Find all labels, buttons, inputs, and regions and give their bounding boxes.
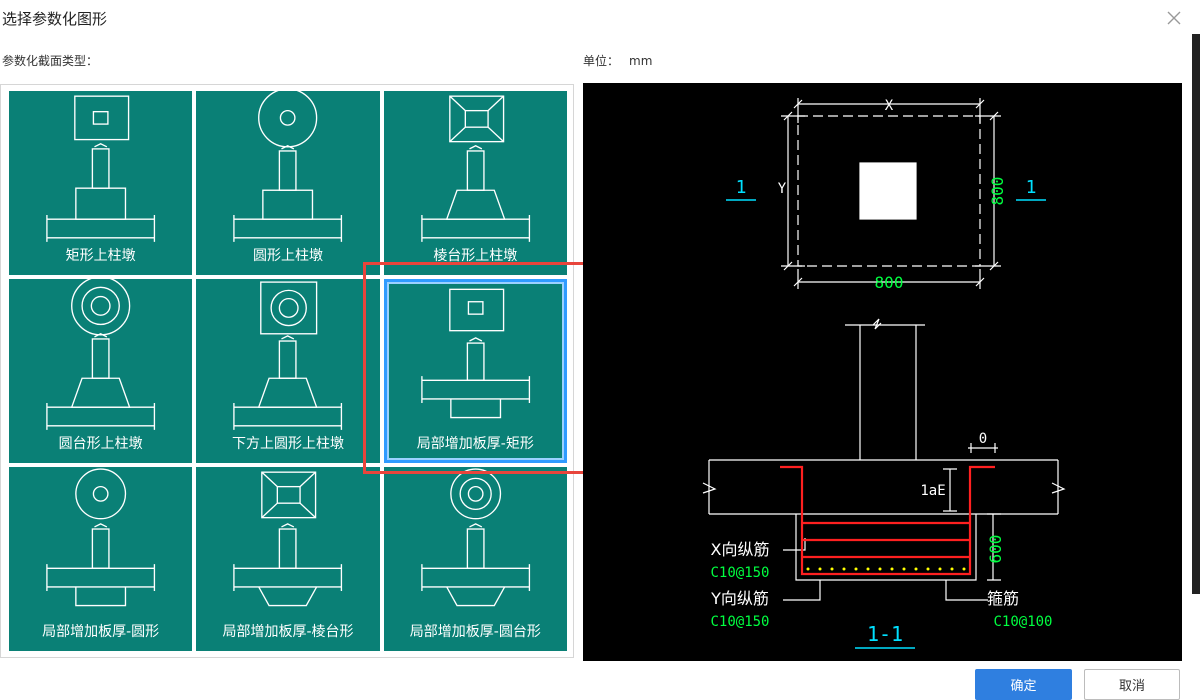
section-preview-drawing: X Y 800 800 1 1 [702, 98, 1066, 649]
section-mark-right: 1 [1026, 177, 1037, 198]
close-button[interactable] [1160, 4, 1188, 32]
unit-label: 单位： [583, 54, 620, 68]
square-round-pier-icon [233, 281, 343, 430]
tile-label: 圆台形上柱墩 [58, 436, 143, 452]
tile-label: 矩形上柱墩 [65, 248, 136, 264]
tile-local-thicken-rect[interactable]: 局部增加板厚-矩形 [383, 279, 567, 463]
close-icon [1167, 11, 1181, 25]
rect-pier-icon [46, 95, 156, 242]
circle-pier-icon [233, 91, 343, 242]
cancel-button[interactable]: 取消 [1084, 669, 1180, 700]
confirm-button[interactable]: 确定 [975, 669, 1072, 700]
tile-circle-pier[interactable]: 圆形上柱墩 [196, 91, 380, 275]
unit-row: 单位： mm [583, 52, 652, 69]
local-thicken-frustum-icon [233, 471, 343, 607]
tile-label: 棱台形上柱墩 [433, 248, 518, 264]
dim-x-label: X [885, 98, 894, 114]
tile-label: 局部增加板厚-矩形 [416, 436, 534, 452]
local-thicken-circle-icon [46, 468, 156, 607]
tile-local-thicken-round-frustum[interactable]: 局部增加板厚-圆台形 [383, 467, 567, 651]
dim-height-label: 800 [988, 177, 1007, 206]
dim-zero-label: 0 [979, 431, 987, 447]
stirrup-label: 箍筋 [987, 589, 1019, 608]
tile-frustum-pier[interactable]: 棱台形上柱墩 [383, 91, 567, 275]
y-rebar-spec: C10@150 [710, 614, 769, 630]
frustum-pier-icon [420, 95, 530, 242]
rebar [780, 465, 995, 576]
section-type-label: 参数化截面类型： [2, 54, 99, 68]
local-thicken-rect-icon [420, 288, 530, 419]
x-rebar-label: X向纵筋 [711, 540, 770, 559]
y-rebar-label: Y向纵筋 [710, 589, 769, 608]
stirrup-spec: C10@100 [993, 614, 1052, 630]
scrollbar[interactable] [1192, 34, 1200, 594]
plan-view [781, 98, 1001, 289]
tile-rect-pier[interactable]: 矩形上柱墩 [9, 91, 193, 275]
tile-local-thicken-frustum[interactable]: 局部增加板厚-棱台形 [196, 467, 380, 651]
section-mark-left: 1 [736, 177, 747, 198]
section-preview: X Y 800 800 1 1 [583, 83, 1182, 661]
dim-y-label: Y [778, 181, 787, 197]
tile-label: 圆形上柱墩 [252, 248, 323, 264]
tile-label: 局部增加板厚-棱台形 [222, 624, 354, 640]
x-rebar-spec: C10@150 [710, 565, 769, 581]
tile-label: 局部增加板厚-圆形 [42, 624, 160, 640]
tile-label: 局部增加板厚-圆台形 [409, 624, 541, 640]
tile-round-frustum-pier[interactable]: 圆台形上柱墩 [9, 279, 193, 463]
tile-local-thicken-circle[interactable]: 局部增加板厚-圆形 [9, 467, 193, 651]
thickness-label: 600 [986, 535, 1005, 564]
local-thicken-round-frustum-icon [420, 468, 530, 607]
section-type-grid: 矩形上柱墩 圆形上柱墩 棱台形上柱墩 [0, 84, 574, 658]
dim-width-label: 800 [875, 273, 904, 292]
section-view [702, 318, 1066, 601]
unit-value: mm [629, 54, 653, 68]
tile-label: 下方上圆形上柱墩 [231, 436, 344, 452]
tile-square-round-pier[interactable]: 下方上圆形上柱墩 [196, 279, 380, 463]
rebar-dots [806, 567, 966, 571]
anchor-length-label: 1aE [920, 483, 945, 499]
section-title: 1-1 [867, 622, 903, 646]
dialog-title: 选择参数化图形 [2, 10, 108, 28]
round-frustum-pier-icon [46, 279, 156, 430]
